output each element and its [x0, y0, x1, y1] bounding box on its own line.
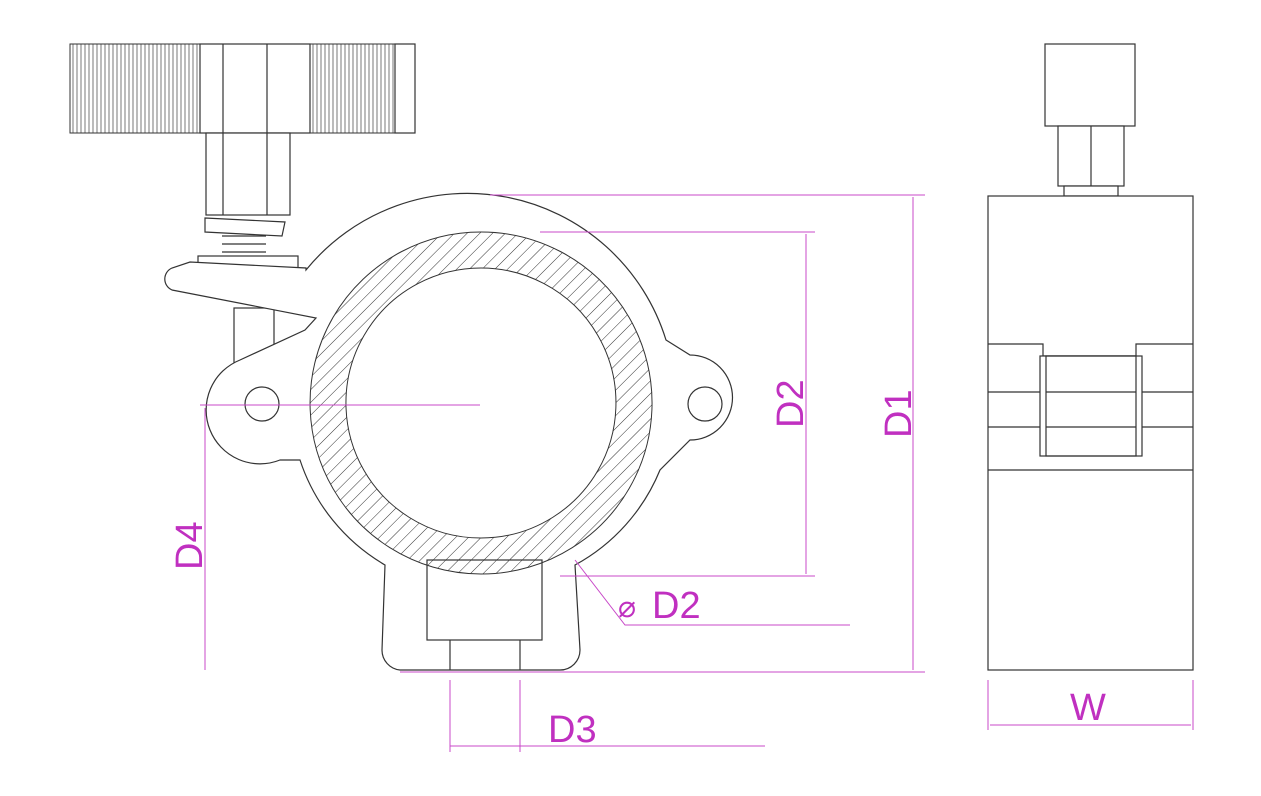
label-d4: D4	[169, 521, 211, 570]
label-d2-height: D2	[770, 379, 812, 428]
pivot-hole-right	[687, 386, 723, 422]
label-d3: D3	[548, 709, 597, 751]
knob	[69, 43, 416, 269]
dimension-lines	[200, 194, 1194, 752]
diameter-symbol: ⌀	[618, 591, 636, 624]
side-view	[987, 43, 1194, 671]
tube-section	[309, 231, 653, 575]
label-w: W	[1070, 687, 1106, 729]
label-d2-diameter: D2	[652, 585, 701, 627]
front-view	[69, 43, 734, 671]
pivot-hole-left	[244, 386, 280, 422]
label-d1: D1	[878, 389, 920, 438]
